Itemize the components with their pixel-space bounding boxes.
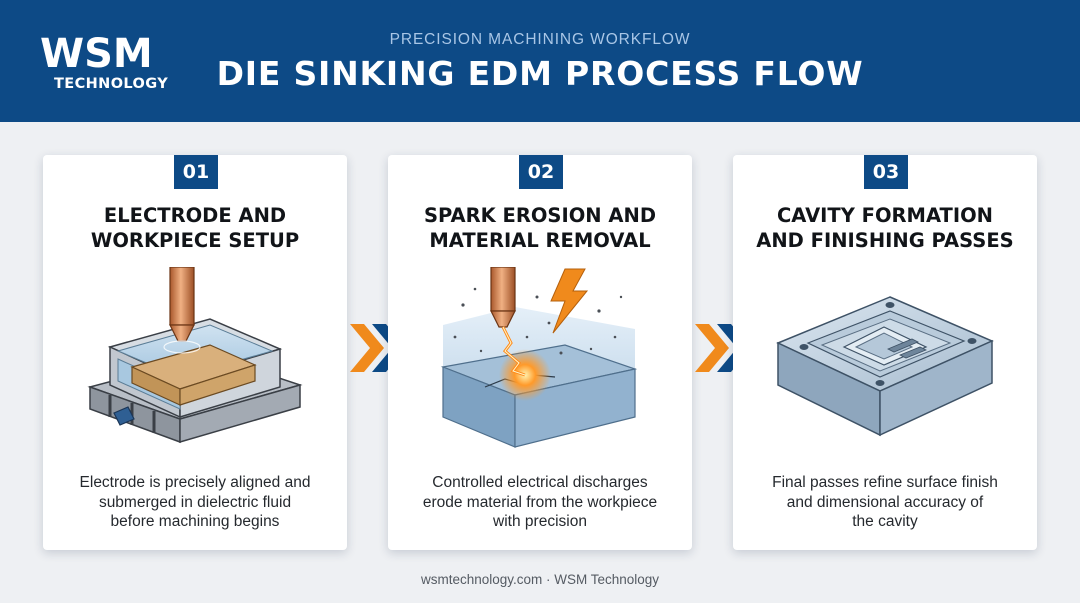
step-desc-line: Final passes refine surface finish (772, 474, 998, 491)
step-card-3: 03 CAVITY FORMATION AND FINISHING PASSES (733, 155, 1037, 550)
step-title-line: MATERIAL REMOVAL (429, 229, 651, 252)
step-title-line: SPARK EROSION AND (423, 204, 657, 227)
logo-subtext: TECHNOLOGY (54, 76, 169, 92)
step-card-2: 02 SPARK EROSION AND MATERIAL REMOVAL (388, 155, 692, 550)
step-title-line: ELECTRODE AND (103, 204, 287, 227)
logo-wordmark: WSM (40, 31, 153, 77)
step-desc-line: and dimensional accuracy of (786, 493, 984, 511)
step-title: SPARK EROSION AND MATERIAL REMOVAL (398, 203, 682, 253)
step-desc-line: Controlled electrical discharges (432, 474, 648, 491)
step-title-line: WORKPIECE SETUP (90, 229, 300, 252)
die-cavity-icon (776, 296, 994, 437)
step-desc-line: erode material from the workpiece (422, 493, 658, 511)
electrode-tank-icon (87, 267, 303, 444)
step-desc-line: the cavity (852, 513, 918, 530)
footer-credit[interactable]: wsmtechnology.com · WSM Technology (420, 572, 660, 587)
step-card-1: 01 ELECTRODE AND WORKPIECE SETUP (43, 155, 347, 550)
step-description: Final passes refine surface finish and d… (743, 473, 1027, 532)
header-banner: WSM TECHNOLOGY PRECISION MACHINING WORKF… (0, 0, 1080, 122)
step-number-badge: 03 (864, 155, 908, 189)
step-desc-line: with precision (493, 513, 587, 530)
step-number-badge: 01 (174, 155, 218, 189)
header-subtitle: PRECISION MACHINING WORKFLOW (389, 31, 691, 48)
step-description: Electrode is precisely aligned and subme… (53, 473, 337, 532)
step-title-line: AND FINISHING PASSES (756, 229, 1014, 252)
step-desc-line: submerged in dielectric fluid (98, 493, 292, 511)
step-title-line: CAVITY FORMATION (777, 204, 993, 227)
step-title: ELECTRODE AND WORKPIECE SETUP (53, 203, 337, 253)
page-title: DIE SINKING EDM PROCESS FLOW (216, 54, 864, 93)
step-title: CAVITY FORMATION AND FINISHING PASSES (743, 203, 1027, 253)
step-desc-line: Electrode is precisely aligned and (79, 474, 311, 491)
wsm-logo[interactable]: WSM TECHNOLOGY (40, 34, 172, 94)
spark-erosion-icon (440, 267, 638, 448)
step-number-badge: 02 (519, 155, 563, 189)
step-description: Controlled electrical discharges erode m… (398, 473, 682, 532)
step-desc-line: before machining begins (110, 513, 280, 530)
